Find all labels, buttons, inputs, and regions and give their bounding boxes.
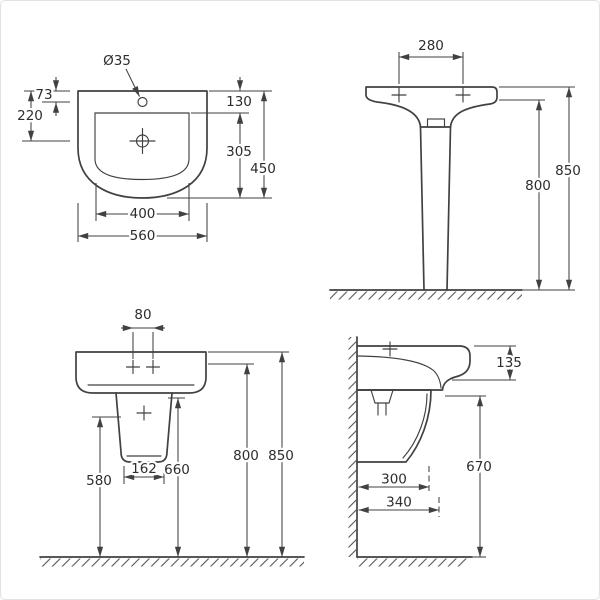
floor-hatch bbox=[330, 291, 522, 300]
floor-hatch bbox=[40, 558, 304, 567]
dim-220: 220 bbox=[15, 91, 70, 142]
dim-label-340: 340 bbox=[386, 495, 412, 511]
pedestal-right-edge bbox=[446, 126, 452, 291]
dim-label-taphole-dia: Ø35 bbox=[103, 53, 131, 69]
dim-label-850: 850 bbox=[268, 448, 294, 464]
dim-670: 670 bbox=[445, 395, 494, 558]
dim-label-130: 130 bbox=[226, 94, 252, 110]
basin-outline bbox=[77, 90, 208, 199]
dim-label-400: 400 bbox=[130, 206, 156, 222]
dim-400: 400 bbox=[95, 183, 190, 224]
semipedestal-profile bbox=[356, 389, 432, 463]
bowl-outline bbox=[94, 112, 190, 181]
basin-profile bbox=[356, 345, 471, 391]
dim-label-73: 73 bbox=[35, 87, 52, 103]
dim-162: 162 bbox=[123, 459, 165, 484]
dim-130: 130 bbox=[191, 77, 272, 127]
dim-135: 135 bbox=[452, 345, 524, 381]
view-semipedestal-front: 80 580 162 660 800 850 bbox=[39, 305, 305, 567]
wall-hatch bbox=[348, 337, 357, 557]
dim-80: 80 bbox=[121, 305, 165, 359]
tap-cross bbox=[125, 359, 141, 375]
dim-label-670: 670 bbox=[466, 459, 492, 475]
dim-73: 73 bbox=[24, 77, 70, 116]
dim-label-80: 80 bbox=[134, 307, 151, 323]
dim-label-450: 450 bbox=[250, 161, 276, 177]
dim-label-850: 850 bbox=[555, 163, 581, 179]
tap-hole bbox=[137, 96, 148, 108]
waste-fixing-detail bbox=[426, 118, 446, 128]
tap-cross bbox=[391, 87, 407, 103]
tap-cross bbox=[145, 359, 161, 375]
dim-280: 280 bbox=[398, 36, 464, 84]
waste-trap-detail bbox=[370, 389, 394, 416]
basin-profile bbox=[365, 86, 498, 128]
semipedestal-outline bbox=[115, 392, 173, 463]
dim-label-300: 300 bbox=[381, 472, 407, 488]
trap-outline bbox=[370, 389, 394, 404]
semipedestal-inner-line bbox=[402, 393, 428, 459]
dim-label-560: 560 bbox=[130, 228, 156, 244]
view-basin-top: Ø35 73 220 130 305 450 bbox=[15, 51, 278, 247]
basin-outline bbox=[75, 351, 207, 394]
dim-taphole-diameter: Ø35 bbox=[101, 51, 140, 97]
tap-cross bbox=[455, 87, 471, 103]
dim-label-305: 305 bbox=[226, 144, 252, 160]
dim-label-580: 580 bbox=[86, 473, 112, 489]
dim-580: 580 bbox=[84, 416, 121, 557]
leader-line bbox=[125, 68, 140, 97]
dim-label-800: 800 bbox=[233, 448, 259, 464]
bowl-section-line bbox=[356, 355, 442, 389]
dim-label-280: 280 bbox=[418, 38, 444, 54]
tap-cross bbox=[382, 341, 398, 357]
dim-450: 450 bbox=[248, 91, 278, 198]
floor-hatch bbox=[357, 558, 467, 567]
view-semipedestal-side: 135 670 300 340 bbox=[348, 336, 524, 567]
fixing-cross bbox=[136, 405, 152, 421]
dim-label-162: 162 bbox=[131, 461, 157, 477]
dim-label-800: 800 bbox=[525, 178, 551, 194]
dim-340: 340 bbox=[358, 492, 440, 517]
dim-305: 305 bbox=[167, 113, 272, 199]
dim-800: 800 bbox=[499, 99, 553, 290]
drain bbox=[129, 127, 156, 155]
dim-850: 850 bbox=[499, 86, 583, 291]
dim-660: 660 bbox=[162, 397, 192, 557]
dim-label-660: 660 bbox=[164, 462, 190, 478]
dim-label-135: 135 bbox=[496, 355, 522, 371]
dim-300: 300 bbox=[358, 466, 430, 494]
dim-800: 800 bbox=[208, 363, 261, 557]
dim-label-220: 220 bbox=[17, 108, 43, 124]
dim-560: 560 bbox=[77, 203, 208, 246]
dim-850: 850 bbox=[208, 351, 296, 557]
pedestal-left-edge bbox=[419, 126, 425, 291]
view-pedestal-side: 280 800 850 bbox=[329, 36, 583, 300]
